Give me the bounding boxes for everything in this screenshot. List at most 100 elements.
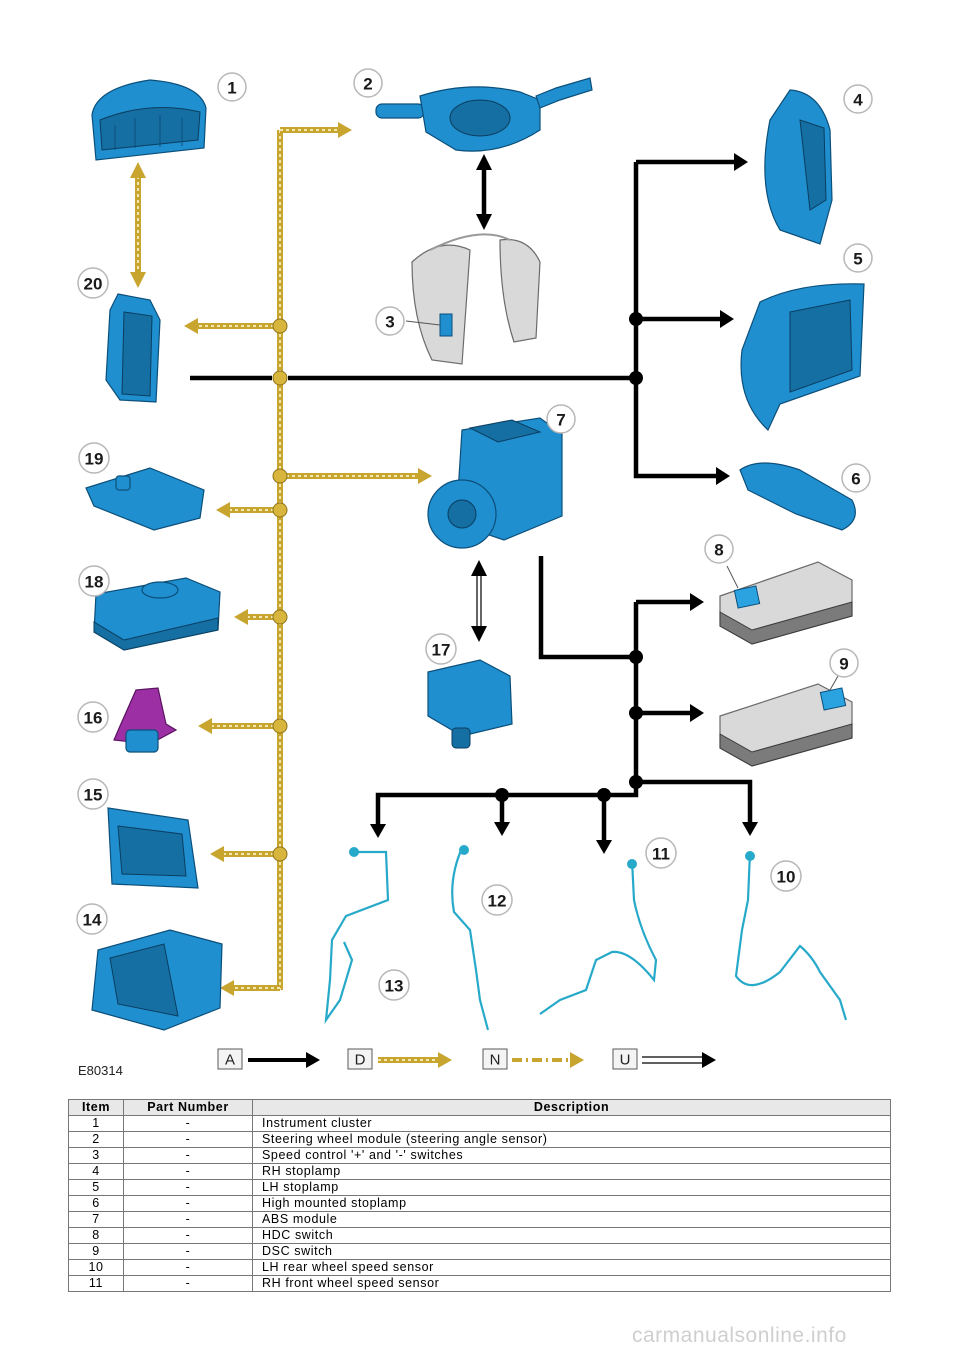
svg-text:18: 18: [85, 573, 104, 592]
callout-8: 8: [704, 534, 734, 564]
lh-stoplamp-illustration: [740, 283, 865, 432]
dsc-switch-illustration: [719, 675, 853, 767]
cell-description: High mounted stoplamp: [252, 1195, 891, 1212]
high-mounted-stoplamp-illustration: [739, 462, 856, 531]
component-16-illustration: [113, 687, 178, 753]
callout-15: 15: [77, 778, 109, 810]
table-header-row: Item Part Number Description: [68, 1099, 891, 1116]
cell-part-number: -: [123, 1195, 253, 1212]
svg-text:13: 13: [385, 977, 404, 996]
column-header-description: Description: [252, 1099, 891, 1116]
svg-text:19: 19: [85, 450, 104, 469]
hdc-switch-illustration: [719, 561, 853, 645]
parts-table: Item Part Number Description 1-Instrumen…: [68, 1099, 891, 1292]
svg-text:11: 11: [652, 845, 670, 864]
cell-description: LH rear wheel speed sensor: [252, 1259, 891, 1276]
cell-description: LH stoplamp: [252, 1179, 891, 1196]
callout-1: 1: [217, 72, 247, 102]
cell-item: 9: [68, 1243, 124, 1260]
cell-description: Steering wheel module (steering angle se…: [252, 1131, 891, 1148]
cell-description: RH front wheel speed sensor: [252, 1275, 891, 1292]
rh-stoplamp-illustration: [764, 89, 833, 245]
svg-text:10: 10: [777, 868, 796, 887]
svg-text:15: 15: [84, 786, 103, 805]
svg-text:9: 9: [839, 655, 848, 674]
table-row: 3-Speed control '+' and '-' switches: [68, 1147, 891, 1164]
svg-text:14: 14: [83, 911, 102, 930]
svg-text:2: 2: [363, 75, 372, 94]
cell-description: Instrument cluster: [252, 1115, 891, 1132]
table-row: 11-RH front wheel speed sensor: [68, 1275, 891, 1292]
cell-part-number: -: [123, 1163, 253, 1180]
cell-part-number: -: [123, 1147, 253, 1164]
cell-description: DSC switch: [252, 1243, 891, 1260]
svg-text:U: U: [620, 1052, 631, 1069]
callout-5: 5: [843, 243, 873, 273]
abs-module-illustration: [427, 417, 563, 549]
can-bus-gold: [130, 122, 432, 996]
svg-text:1: 1: [227, 79, 236, 98]
svg-text:7: 7: [556, 411, 565, 430]
hardwire-black: [190, 153, 758, 854]
table-row: 6-High mounted stoplamp: [68, 1195, 891, 1212]
cell-item: 3: [68, 1147, 124, 1164]
svg-text:17: 17: [432, 641, 451, 660]
cell-part-number: -: [123, 1179, 253, 1196]
callout-13: 13: [378, 969, 410, 1001]
cell-part-number: -: [123, 1211, 253, 1228]
callout-11: 11: [645, 837, 677, 869]
svg-text:5: 5: [853, 250, 862, 269]
cell-item: 4: [68, 1163, 124, 1180]
cell-item: 5: [68, 1179, 124, 1196]
legend: A D N U: [217, 1048, 716, 1070]
callout-4: 4: [843, 84, 873, 114]
legend-n: N: [482, 1048, 584, 1070]
table-row: 9-DSC switch: [68, 1243, 891, 1260]
wheel-speed-sensors-illustration: [324, 845, 848, 1031]
table-row: 2-Steering wheel module (steering angle …: [68, 1131, 891, 1148]
table-row: 1-Instrument cluster: [68, 1115, 891, 1132]
cell-item: 6: [68, 1195, 124, 1212]
svg-text:D: D: [355, 1052, 366, 1069]
cell-item: 10: [68, 1259, 124, 1276]
svg-text:8: 8: [714, 541, 723, 560]
callout-3: 3: [375, 306, 405, 336]
figure-id: E80314: [78, 1063, 123, 1078]
svg-text:20: 20: [84, 275, 103, 294]
svg-text:A: A: [225, 1052, 235, 1069]
speed-control-switches-illustration: [405, 233, 541, 365]
column-header-item: Item: [68, 1099, 124, 1116]
cell-part-number: -: [123, 1275, 253, 1292]
cell-description: HDC switch: [252, 1227, 891, 1244]
callout-19: 19: [78, 442, 110, 474]
legend-u: U: [612, 1048, 716, 1070]
svg-text:N: N: [490, 1052, 501, 1069]
cell-part-number: -: [123, 1115, 253, 1132]
cell-description: ABS module: [252, 1211, 891, 1228]
table-row: 7-ABS module: [68, 1211, 891, 1228]
link-7-17: [471, 560, 487, 642]
module-15-illustration: [107, 807, 199, 889]
svg-text:3: 3: [385, 313, 394, 332]
legend-d: D: [347, 1048, 452, 1070]
legend-a: A: [217, 1048, 320, 1070]
cell-part-number: -: [123, 1131, 253, 1148]
callout-9: 9: [829, 648, 859, 678]
callout-14: 14: [76, 903, 108, 935]
module-14-illustration: [91, 929, 223, 1031]
cell-description: RH stoplamp: [252, 1163, 891, 1180]
svg-text:6: 6: [851, 470, 860, 489]
callout-7: 7: [546, 404, 576, 434]
cell-item: 7: [68, 1211, 124, 1228]
column-header-part-number: Part Number: [123, 1099, 253, 1116]
callout-18: 18: [78, 565, 110, 597]
callout-16: 16: [77, 701, 109, 733]
svg-text:16: 16: [84, 709, 103, 728]
table-row: 5-LH stoplamp: [68, 1179, 891, 1196]
callout-2: 2: [353, 68, 383, 98]
cell-item: 2: [68, 1131, 124, 1148]
cell-item: 11: [68, 1275, 124, 1292]
table-row: 8-HDC switch: [68, 1227, 891, 1244]
table-row: 10-LH rear wheel speed sensor: [68, 1259, 891, 1276]
component-17-illustration: [427, 659, 513, 749]
